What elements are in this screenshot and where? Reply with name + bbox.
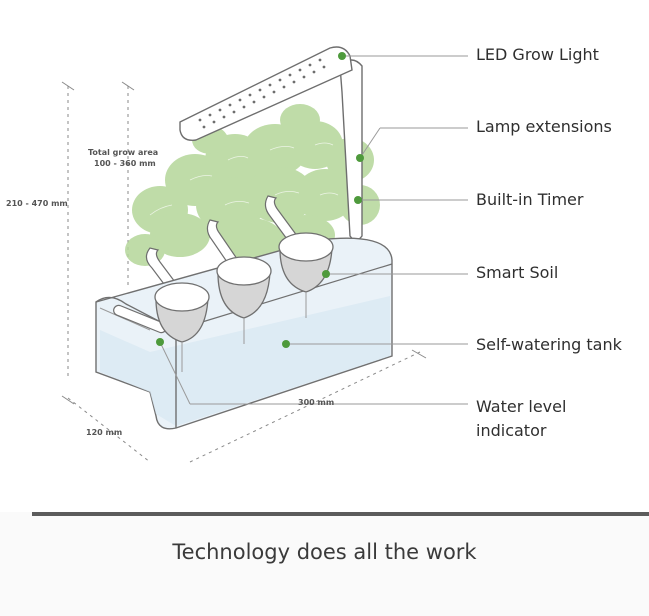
dimension-guides — [61, 81, 427, 463]
callout-self-watering-tank: Self-watering tank — [476, 335, 622, 354]
lamp-vents — [198, 58, 326, 129]
water-indicator-dot — [156, 338, 164, 346]
callout-built-in-timer: Built-in Timer — [476, 190, 584, 209]
depth-dimension-label: 120 mm — [86, 428, 123, 437]
callout-water-level-line2: indicator — [476, 421, 547, 440]
tank-dot — [282, 340, 290, 348]
callout-water-level-line1: Water level — [476, 397, 567, 416]
callout-leaders — [159, 55, 468, 405]
tagline: Technology does all the work — [172, 540, 477, 564]
height-dimension-label: 210 - 470 mm — [6, 199, 68, 208]
leaf-veins — [149, 142, 339, 216]
plant-pods — [154, 232, 334, 343]
soil-dot — [322, 270, 330, 278]
callout-led-grow-light: LED Grow Light — [476, 45, 599, 64]
led-dot — [338, 52, 346, 60]
callout-lamp-extensions: Lamp extensions — [476, 117, 612, 136]
callout-dots — [156, 52, 364, 348]
grow-area-label-line2: 100 - 360 mm — [94, 159, 156, 168]
grow-area-label-line1: Total grow area — [88, 148, 159, 157]
pod-roots — [181, 292, 307, 372]
timer-dot — [354, 196, 362, 204]
callout-smart-soil: Smart Soil — [476, 263, 559, 282]
bottom-panel — [0, 512, 649, 616]
length-dimension-label: 300 mm — [298, 398, 335, 407]
lamp-extension-dot — [356, 154, 364, 162]
section-divider — [32, 512, 649, 516]
